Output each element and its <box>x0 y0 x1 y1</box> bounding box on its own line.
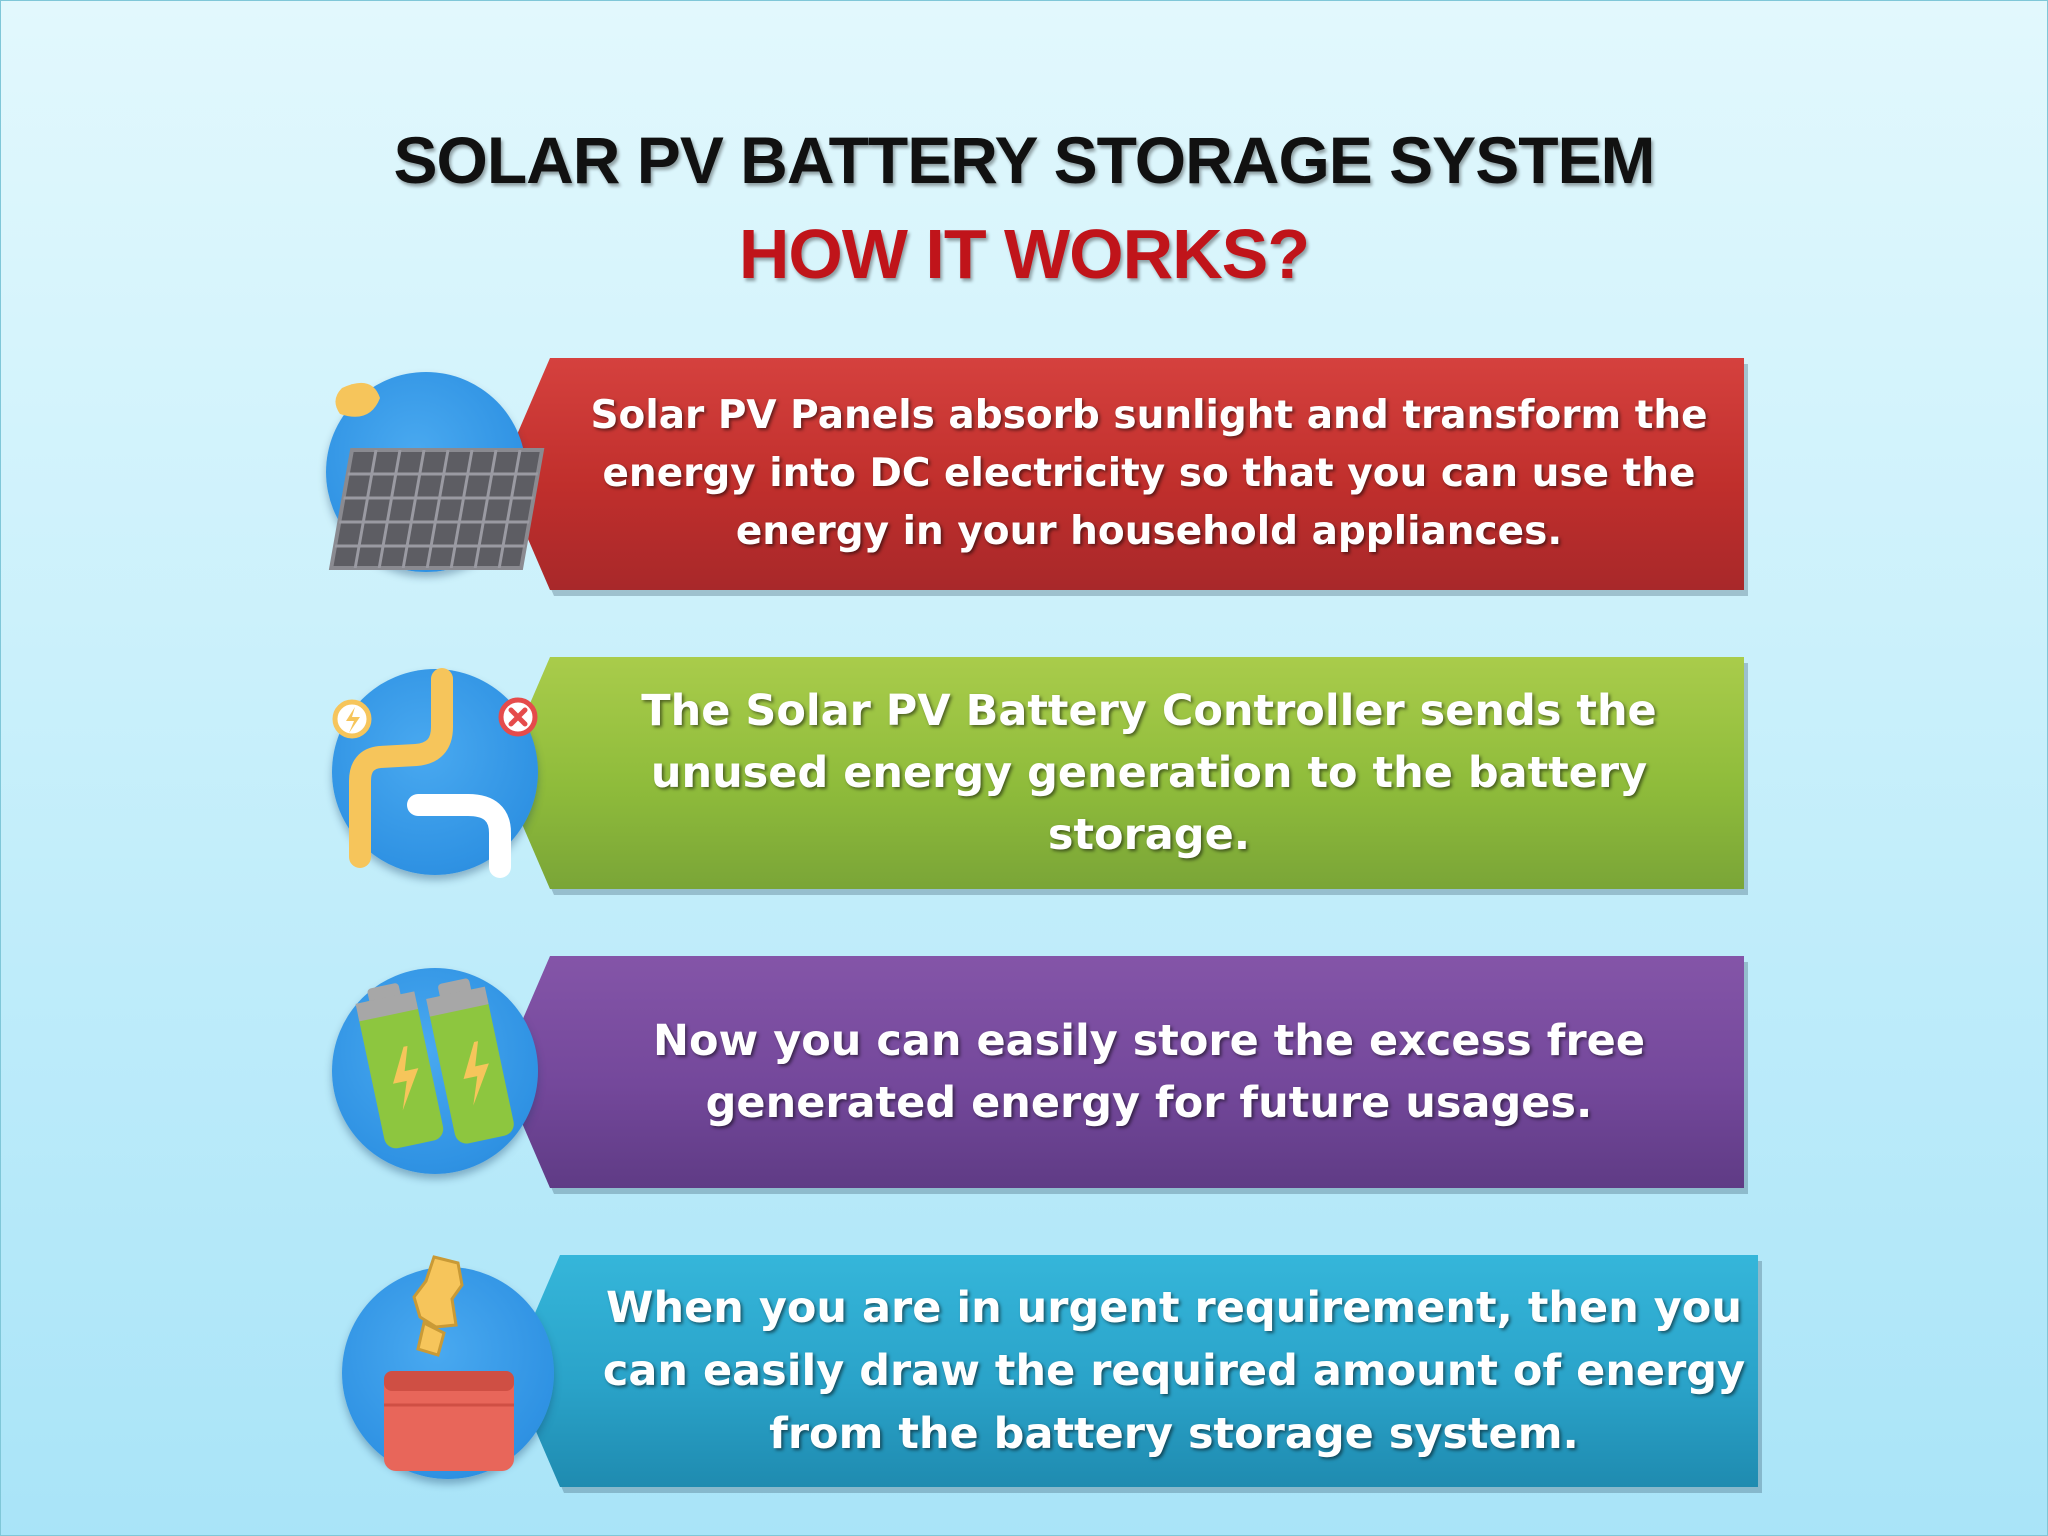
battery-controller-icon <box>332 668 538 878</box>
step-2: The Solar PV Battery Controller sends th… <box>0 657 2048 895</box>
battery-storage-icon <box>355 978 514 1149</box>
page-title: SOLAR PV BATTERY STORAGE SYSTEM <box>393 123 1655 197</box>
step-3-text: Now you can easily store the excess free… <box>652 1016 1645 1128</box>
step-1-banner <box>500 358 1744 590</box>
step-3-banner <box>500 956 1744 1188</box>
energy-draw-icon <box>384 1255 514 1471</box>
step-4-text: When you are in urgent requirement, then… <box>602 1282 1746 1459</box>
step-1: Solar PV Panels absorb sunlight and tran… <box>0 358 2048 596</box>
step-2-banner <box>500 657 1744 889</box>
step-4-banner <box>510 1255 1758 1487</box>
step-2-text: The Solar PV Battery Controller sends th… <box>641 686 1657 860</box>
step-1-text: Solar PV Panels absorb sunlight and tran… <box>590 393 1708 554</box>
solar-panel-icon <box>328 382 545 570</box>
step-4: When you are in urgent requirement, then… <box>0 1255 2048 1493</box>
step-3: Now you can easily store the excess free… <box>0 956 2048 1194</box>
page-subtitle: HOW IT WORKS? <box>738 215 1310 293</box>
